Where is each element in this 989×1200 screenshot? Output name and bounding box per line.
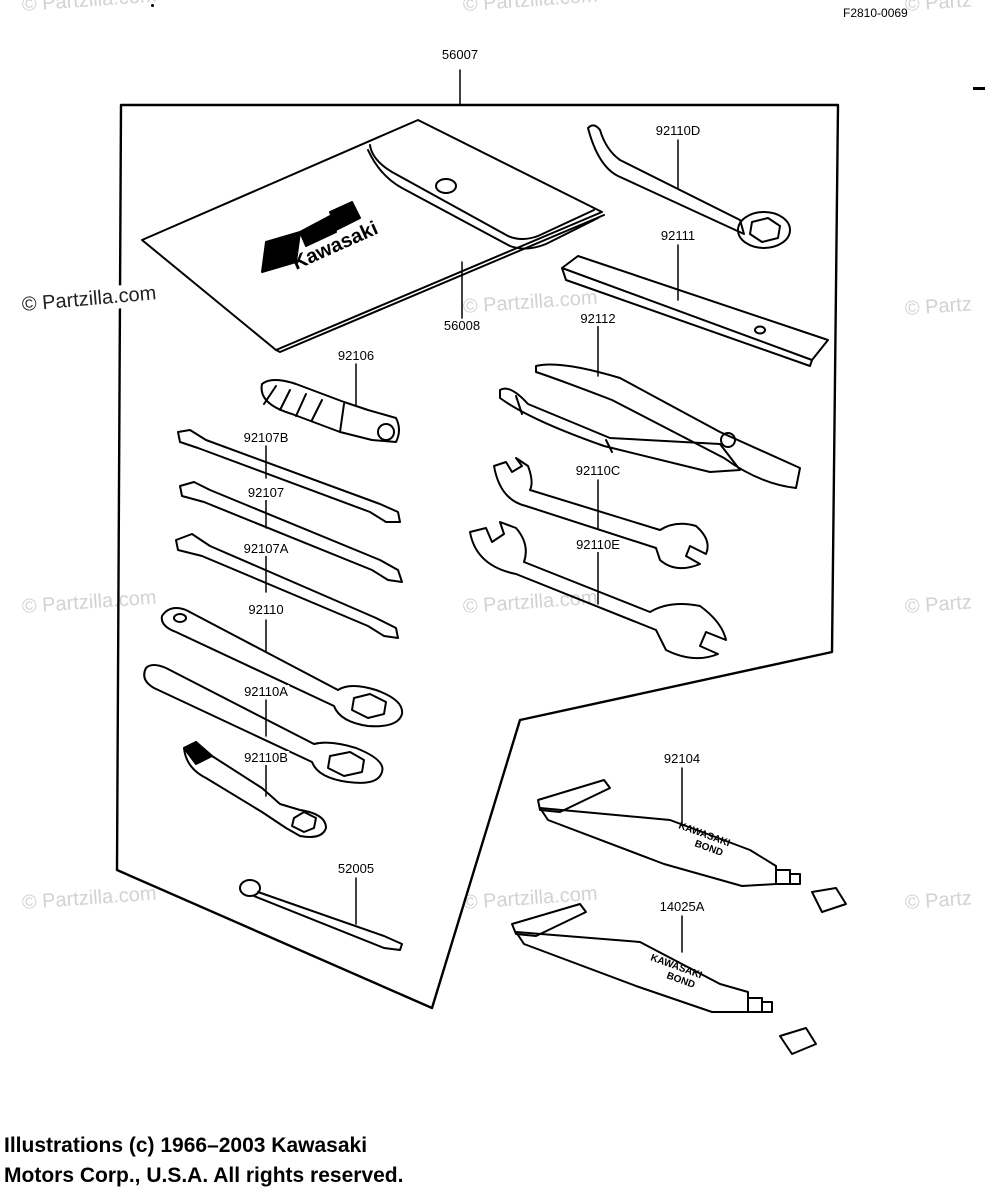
part-label-92112: 92112 xyxy=(579,311,617,326)
pin-tool-52005 xyxy=(239,879,403,951)
part-label-92110E: 92110E xyxy=(575,537,621,552)
screwdriver-92107B xyxy=(177,429,401,523)
flat-bar-92111 xyxy=(561,255,829,367)
part-label-92110: 92110 xyxy=(247,602,285,617)
socket-92110B xyxy=(183,741,327,838)
hook-wrench-92110D xyxy=(587,124,791,249)
pliers-92112 xyxy=(499,363,801,489)
tool-bag xyxy=(141,119,605,353)
kit-boundary xyxy=(115,103,840,1010)
copyright-line-2: Motors Corp., U.S.A. All rights reserved… xyxy=(4,1164,404,1187)
part-label-92110A: 92110A xyxy=(243,684,289,699)
dot-mark xyxy=(151,4,154,7)
part-label-92110C: 92110C xyxy=(574,463,622,478)
open-wrench-92110C xyxy=(493,457,709,570)
ring-wrench-92110A xyxy=(143,664,384,784)
part-label-92104: 92104 xyxy=(662,751,702,766)
part-label-56007: 56007 xyxy=(440,47,480,62)
dash-mark xyxy=(973,87,985,90)
part-label-92110D: 92110D xyxy=(654,123,702,138)
part-label-14025A: 14025A xyxy=(658,899,706,914)
copyright-line-1: Illustrations (c) 1966–2003 Kawasaki xyxy=(4,1134,368,1157)
bond-tube-92104 xyxy=(537,779,847,913)
figure-id: F2810-0069 xyxy=(843,6,908,20)
bond-tube-14025A xyxy=(511,903,817,1055)
screwdriver-92107A xyxy=(175,533,399,639)
copyright-notice: Illustrations (c) 1966–2003 Kawasaki Mot… xyxy=(4,1131,403,1191)
part-label-56008: 56008 xyxy=(442,318,482,333)
screwdriver-handle-92106 xyxy=(260,379,400,443)
part-label-92106: 92106 xyxy=(336,348,376,363)
ring-wrench-92110 xyxy=(160,607,404,728)
part-label-92110B: 92110B xyxy=(243,750,289,765)
part-label-92107B: 92107B xyxy=(242,430,290,445)
open-wrench-92110E xyxy=(469,521,727,660)
part-label-92107: 92107 xyxy=(246,485,286,500)
part-label-92107A: 92107A xyxy=(242,541,290,556)
part-label-92111: 92111 xyxy=(659,228,697,243)
screwdriver-92107 xyxy=(179,481,403,583)
part-label-52005: 52005 xyxy=(336,861,376,876)
kawasaki-logo-mark xyxy=(261,201,361,273)
